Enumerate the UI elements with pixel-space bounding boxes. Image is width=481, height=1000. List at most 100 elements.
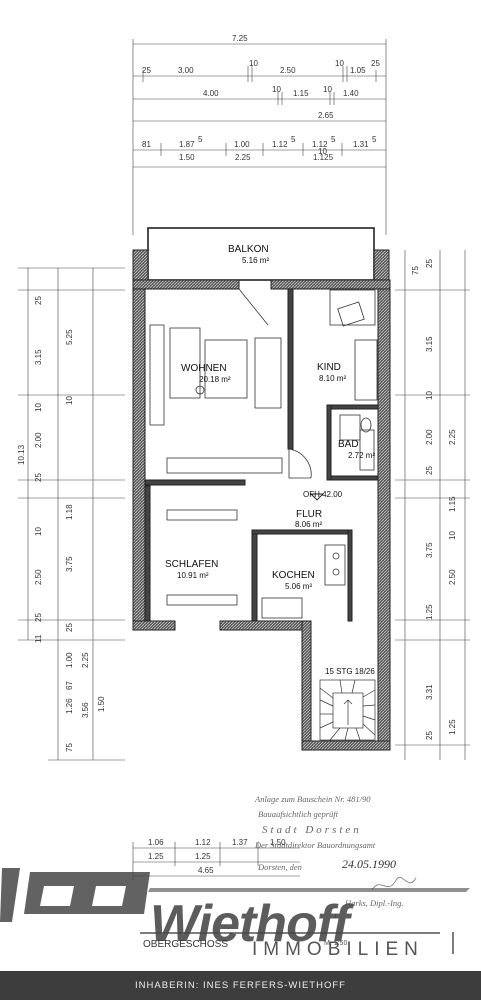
dim-left-mid: 2.00 [34, 432, 43, 448]
walls [132, 279, 391, 751]
dim-right-mid: 3.75 [425, 542, 434, 558]
room-flur-area: 8.06 m² [295, 520, 322, 529]
dim-left-inner: 1.18 [65, 504, 74, 520]
room-schlafen-area: 10.91 m² [177, 571, 209, 580]
stamp-line: Bauaufsichtlich geprüft [258, 809, 339, 819]
dim-row2: 1.15 [293, 89, 309, 98]
dim-bottom: 1.06 [148, 838, 164, 847]
dim-row1: 10 [249, 59, 258, 68]
room-bad: BAD [338, 439, 359, 450]
dim-left-mid: 10 [34, 527, 43, 536]
dim-row1: 3.00 [178, 66, 194, 75]
top-dimensions [132, 39, 387, 235]
dim-right-mid: 1.15 [448, 496, 457, 512]
dim-left-stair: 1.50 [97, 696, 106, 712]
dim-row2: 10 [323, 85, 332, 94]
dim-right-mid: 1.25 [425, 604, 434, 620]
dim-left-mid: 3.15 [34, 349, 43, 365]
room-balkon: BALKON [228, 244, 269, 255]
dim-bottom: 1.12 [195, 838, 211, 847]
dim-left-inner: 5.25 [65, 329, 74, 345]
dim-right-mid: 25 [425, 731, 434, 740]
dim-left-mid: 2.50 [34, 569, 43, 585]
dim-row5: 1.50 [179, 153, 195, 162]
dim-right-mid: 1.25 [448, 719, 457, 735]
dim-right-mid: 10 [425, 391, 434, 400]
dim-row4-sup: 5 [291, 135, 296, 144]
dim-row1: 25 [371, 59, 380, 68]
room-wohnen: WOHNEN [181, 363, 227, 374]
dim-row5: 2.25 [235, 153, 251, 162]
dim-left-stair: 1.00 [65, 652, 74, 668]
dim-row2: 10 [272, 85, 281, 94]
room-kind-area: 8.10 m² [319, 374, 346, 383]
dim-row1: 1.05 [350, 66, 366, 75]
dim-row1: 25 [142, 66, 151, 75]
dim-left-stair: 75 [65, 743, 74, 752]
brand-logo-shape [0, 868, 470, 954]
dim-left-stair: 1.26 [65, 698, 74, 714]
dim-bottom: 1.37 [232, 838, 248, 847]
brand-subtitle: IMMOBILIEN [252, 939, 424, 960]
dim-row1: 10 [335, 59, 344, 68]
dim-left-mid: 25 [34, 296, 43, 305]
dim-right-outer: 25 [425, 259, 434, 268]
dim-row4: 1.12 [312, 140, 328, 149]
dim-left-stair: 67 [65, 681, 74, 690]
stairs [319, 679, 376, 741]
stamp-line: Harks, Dipl.-Ing. [344, 898, 404, 908]
room-balkon-area: 5.16 m² [242, 256, 269, 265]
dim-left-mid: 25 [34, 613, 43, 622]
dim-row1: 2.50 [280, 66, 296, 75]
room-kochen-area: 5.06 m² [285, 582, 312, 591]
room-flur: FLUR [296, 509, 322, 520]
dim-left-mid: 2.25 [81, 652, 90, 668]
dim-left-inner: 25 [65, 623, 74, 632]
room-kind: KIND [317, 362, 341, 373]
dim-row4: 1.00 [234, 140, 250, 149]
dim-row4-sup: 5 [198, 135, 203, 144]
dim-bottom: 1.25 [195, 852, 211, 861]
dim-row5: 10 [318, 147, 327, 156]
brand-name: Wiethoff [150, 895, 350, 953]
floor-label: OBERGESCHOSS [143, 939, 229, 950]
signature [371, 877, 417, 891]
left-dimension-labels: 10.13 25 3.15 10 2.00 25 10 2.50 25 11 5… [17, 296, 106, 752]
dim-row4-sup: 5 [331, 135, 336, 144]
stamp-line: Anlage zum Bauschein Nr. 481/90 [254, 794, 371, 804]
dim-row4: 1.87 [179, 140, 195, 149]
dim-right-inner: 75 [411, 266, 420, 275]
dim-row4: 1.12 [272, 140, 288, 149]
dim-right-mid: 25 [425, 466, 434, 475]
footer-owner: INHABERIN: INES FERFERS-WIETHOFF [135, 980, 346, 991]
scale-label: M. 1:50 [324, 940, 348, 947]
balcony [132, 227, 390, 281]
dim-right-mid: 3.31 [425, 684, 434, 700]
dim-right-mid: 2.00 [425, 429, 434, 445]
bottom-dimension-labels: 1.06 1.12 1.37 1.50 1.25 1.25 4.65 [148, 838, 286, 875]
dim-row3: 2.65 [318, 111, 334, 120]
dim-right-outer: 2.25 [448, 429, 457, 445]
dim-row4: 1.31 [353, 140, 369, 149]
dim-bottom: 1.50 [270, 838, 286, 847]
dim-left-mid: 3.56 [81, 702, 90, 718]
room-schlafen: SCHLAFEN [165, 559, 218, 570]
dim-row2: 4.00 [203, 89, 219, 98]
top-dimension-labels: 7.25 25 3.00 10 2.50 10 1.05 25 4.00 10 … [142, 34, 380, 162]
dim-right-mid: 3.15 [425, 336, 434, 352]
dim-row5: 1.125 [313, 153, 334, 162]
dim-top-total: 7.25 [232, 34, 248, 43]
dim-row4: 81 [142, 140, 151, 149]
stairs-annotation: 15 STG 18/26 [325, 667, 375, 676]
left-dimensions [18, 267, 125, 761]
dim-bottom: 1.25 [148, 852, 164, 861]
dim-left-outer: 10.13 [17, 444, 26, 465]
stamp-line: Stadt Dorsten [262, 824, 362, 836]
stamp-line: Dorsten, den [257, 862, 302, 872]
dim-right-mid: 2.50 [448, 569, 457, 585]
dim-left-mid: 25 [34, 473, 43, 482]
footer-bar: INHABERIN: INES FERFERS-WIETHOFF [0, 971, 481, 1000]
dim-left-inner: 10 [65, 396, 74, 405]
right-dimensions [395, 250, 470, 760]
